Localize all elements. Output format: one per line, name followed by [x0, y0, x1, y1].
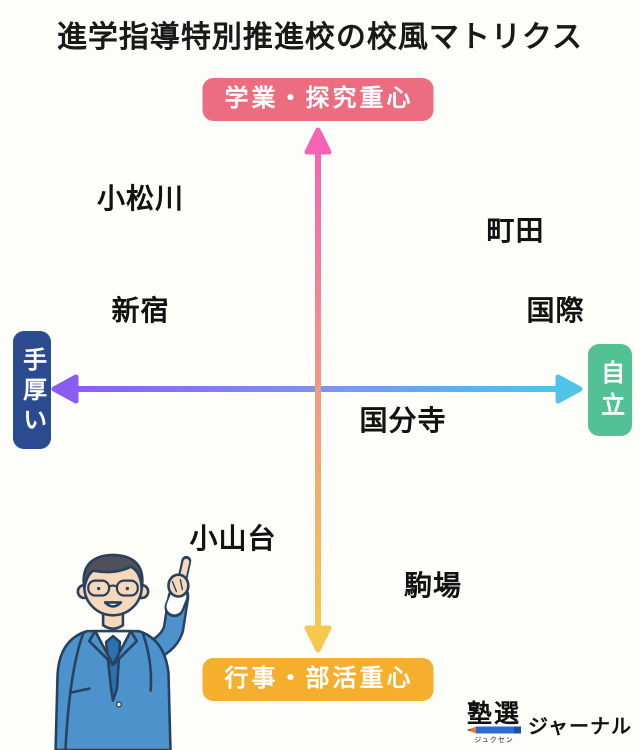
pencil-icon — [466, 726, 521, 734]
axis-label-supportive: 手厚い — [13, 331, 51, 449]
logo-text-reading: ジュクセン — [474, 736, 514, 744]
logo-text-main: 塾選 — [466, 699, 521, 728]
axis-label-events-clubs: 行事・部活重心 — [202, 658, 434, 701]
logo-stack: 塾選 ジュクセン — [466, 699, 521, 745]
school-label: 国分寺 — [359, 404, 447, 437]
school-label: 新宿 — [111, 294, 170, 327]
school-label: 駒場 — [403, 569, 463, 602]
school-label: 小松川 — [96, 181, 185, 215]
axis-label-independent: 自立 — [588, 344, 632, 436]
page-title: 進学指導特別推進校の校風マトリクス — [56, 20, 584, 55]
school-label: 町田 — [486, 214, 545, 247]
school-label: 国際 — [526, 294, 585, 327]
horizontal-axis-arrow — [51, 374, 583, 404]
vertical-axis-arrow — [304, 127, 332, 653]
axis-label-academic: 学業・探究重心 — [202, 78, 434, 121]
man-pointing-illustration — [54, 553, 192, 750]
school-label: 小山台 — [189, 521, 277, 555]
brand-logo: 塾選 ジュクセン ジャーナル — [466, 699, 632, 745]
logo-text-journal: ジャーナル — [528, 714, 632, 738]
